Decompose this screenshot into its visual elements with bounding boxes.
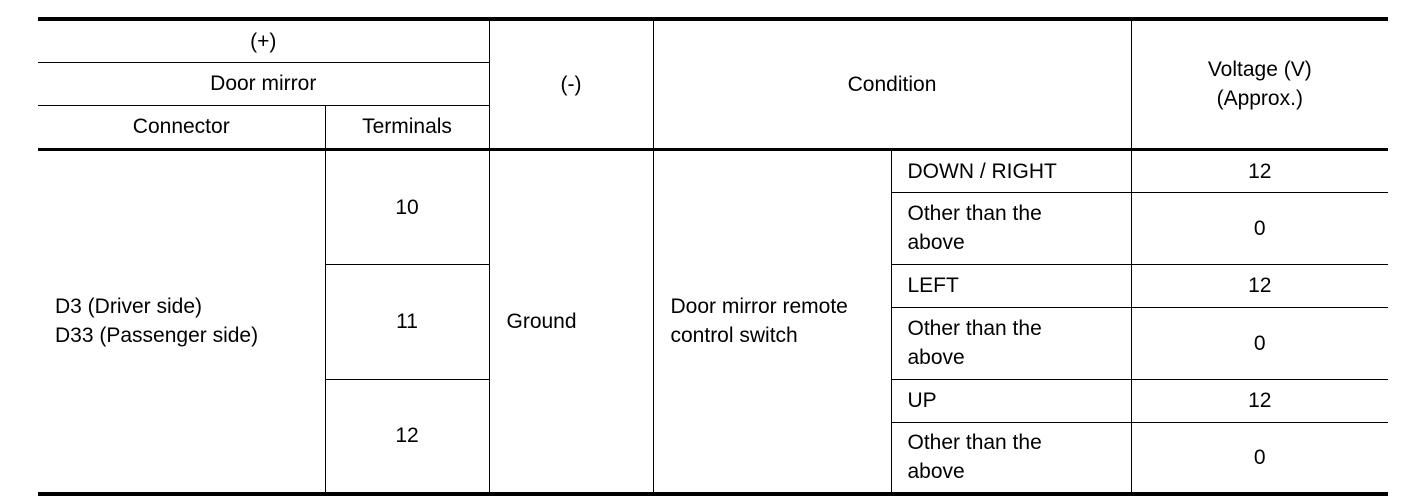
condition-state-line2: above (907, 346, 965, 369)
switch-line1: Door mirror remote (670, 295, 848, 319)
condition-state-line2: above (907, 460, 965, 484)
condition-state: LEFT (890, 263, 1132, 308)
switch-cell: Door mirror remote control switch (652, 148, 892, 496)
header-door-mirror: Door mirror (38, 61, 489, 106)
voltage-value: 0 (1130, 191, 1389, 265)
header-terminals: Terminals (324, 104, 489, 151)
header-minus: (-) (488, 17, 654, 151)
condition-state: UP (890, 378, 1132, 423)
condition-state: DOWN / RIGHT (890, 148, 1132, 193)
voltage-value: 0 (1130, 306, 1389, 380)
voltage-value: 0 (1130, 421, 1389, 496)
connector-line1: D3 (Driver side) (55, 295, 203, 319)
terminal-cell: 11 (325, 263, 490, 380)
condition-state-line1: Other than the (907, 317, 1042, 340)
header-voltage: Voltage (V) (Approx.) (1130, 17, 1389, 151)
table-row: 12 UP 12 (38, 378, 1389, 496)
header-connector: Connector (38, 104, 326, 151)
table-row: Other than the above 0 (38, 191, 1389, 265)
terminal-cell: 12 (325, 378, 490, 496)
switch-line2: control switch (670, 324, 798, 348)
table-row: D3 (Driver side)D33 (Passenger side) 10 … (38, 148, 1389, 496)
terminal-cell: 10 (324, 148, 490, 265)
connector-cell: D3 (Driver side) D33 (Passenger side) (38, 148, 326, 496)
voltage-value: 12 (1130, 263, 1389, 308)
ground-cell: Ground (488, 148, 654, 496)
condition-state: Other than the above (891, 421, 1132, 496)
table-row: Other than the above 0 (38, 421, 1389, 496)
table-row: Other than the above 0 (38, 306, 1389, 380)
condition-state-line1: Other than the (907, 202, 1042, 225)
condition-state-line1: Other than the (907, 431, 1042, 455)
voltage-value: 12 (1130, 148, 1389, 193)
condition-state: Other than the above (891, 191, 1132, 265)
voltage-value: 12 (1130, 378, 1389, 423)
voltage-spec-table: (+) (-) Condition Voltage (V) (Approx.) D… (38, 17, 1389, 496)
header-voltage-line1: Voltage (V) (1207, 58, 1312, 82)
connector-line2: D33 (Passenger side) (55, 324, 259, 348)
header-condition: Condition (652, 17, 1132, 151)
header-voltage-line2: (Approx.) (1216, 87, 1303, 111)
condition-state: Other than the above (891, 306, 1132, 380)
header-plus: (+) (38, 17, 490, 63)
condition-state-line2: above (907, 231, 965, 254)
